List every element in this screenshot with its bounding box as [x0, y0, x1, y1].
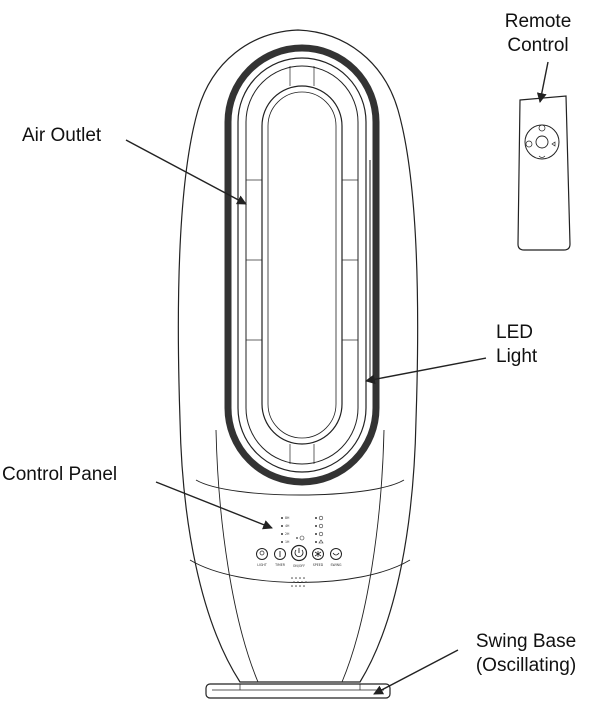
timer-indicators: 8H 4H 2H 1H: [281, 516, 290, 544]
speed-indicators: [315, 515, 324, 544]
swing-icon: [332, 552, 340, 556]
arrow-swing-base: [373, 649, 459, 695]
power-indicator: [296, 535, 305, 541]
remote-control: [517, 95, 571, 251]
receiver-dots: [291, 577, 307, 587]
control-panel-label: Control Panel: [2, 464, 118, 485]
timer-indicator-label: 2H: [285, 532, 290, 536]
timer-button[interactable]: TIMER: [274, 548, 286, 568]
power-button[interactable]: ON/OFF: [290, 544, 308, 569]
power-button-label: ON/OFF: [293, 564, 305, 568]
arrow-led-light: [365, 357, 487, 385]
led-label-line2: Light: [496, 346, 538, 367]
remote-label-line2: Control: [507, 35, 569, 56]
timer-indicator-label: 4H: [285, 524, 290, 528]
light-button[interactable]: LIGHT: [256, 548, 268, 568]
arrow-control-panel: [155, 481, 273, 530]
arrow-air-outlet: [125, 139, 247, 205]
air-outlet-label: Air Outlet: [22, 125, 102, 146]
timer-button-label: TIMER: [274, 563, 286, 567]
swing-label-line1: Swing Base: [475, 631, 577, 652]
swing-base-label: Swing Base (Oscillating): [462, 630, 590, 678]
power-icon: [294, 549, 304, 558]
fan-icon: [314, 551, 322, 557]
control-panel: 8H 4H 2H 1H LIGHT TIMER: [256, 515, 343, 587]
remote-swing-button[interactable]: [538, 155, 546, 158]
remote-power-button[interactable]: [535, 135, 549, 149]
arrow-remote: [536, 61, 549, 103]
light-button-label: LIGHT: [257, 563, 267, 567]
remote-light-button[interactable]: [538, 124, 546, 132]
remote-timer-button[interactable]: [525, 140, 533, 148]
swing-button[interactable]: SWING: [330, 548, 343, 568]
remote-control-label: Remote Control: [490, 10, 586, 58]
swing-button-label: SWING: [331, 563, 342, 567]
fan-body: [177, 29, 419, 683]
timer-indicator-label: 8H: [285, 516, 290, 520]
led-label-line1: LED: [496, 322, 533, 343]
leader-arrows: [125, 61, 549, 695]
swing-base: [205, 683, 391, 699]
timer-indicator-label: 1H: [285, 540, 290, 544]
air-outlet: [224, 44, 380, 486]
swing-label-line2: (Oscillating): [475, 655, 577, 676]
remote-label-line1: Remote: [504, 11, 572, 32]
speed-button-label: SPEED: [313, 563, 324, 567]
led-light-label: LED Light: [496, 321, 537, 369]
speed-button[interactable]: SPEED: [312, 548, 324, 568]
bulb-icon: [259, 550, 265, 556]
remote-speed-button[interactable]: [551, 141, 556, 147]
